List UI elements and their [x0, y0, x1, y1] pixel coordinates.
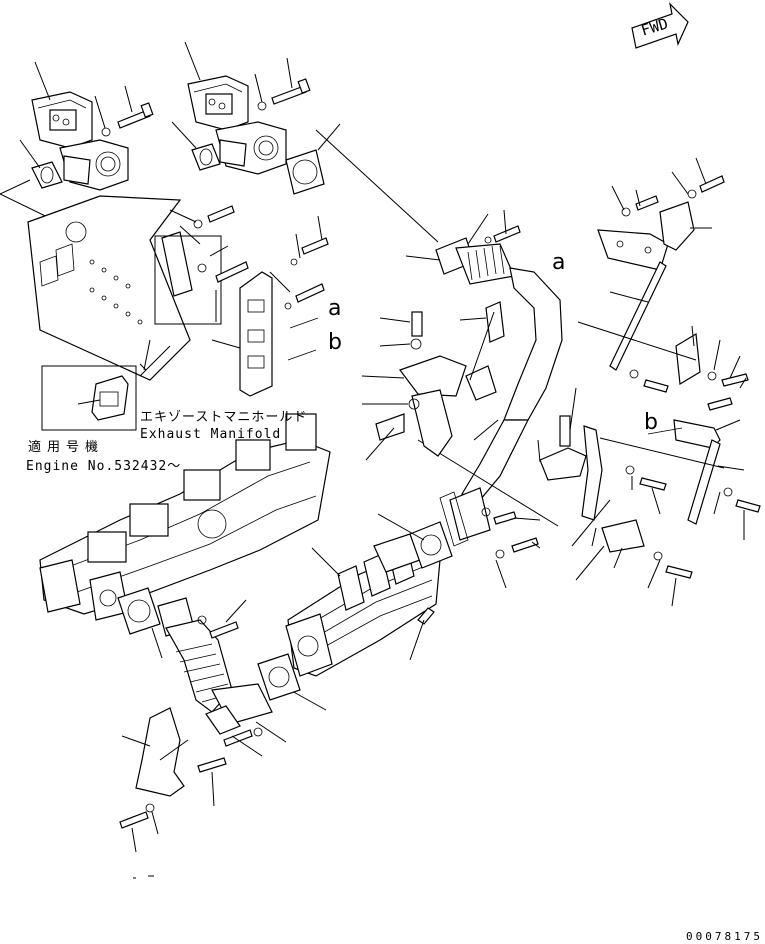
clamp [161, 231, 193, 297]
inset-box [41, 365, 137, 431]
egr-valve-left [31, 91, 129, 191]
bracket-plate [239, 271, 273, 397]
bolt [417, 607, 435, 625]
clamp [205, 705, 241, 735]
bolt [119, 615, 263, 829]
pipe-clamp-set [375, 301, 505, 457]
egr-cooler [285, 533, 441, 677]
bolt [101, 78, 311, 137]
ref-b-right: b [644, 410, 658, 435]
bolt [193, 205, 329, 361]
leader-lines-center [169, 209, 323, 349]
right-bracket-a [597, 201, 701, 385]
gasket [257, 653, 301, 701]
gasket [285, 149, 325, 195]
drawing-number: 00078175 [686, 930, 763, 943]
adapter-plate [27, 195, 191, 381]
ref-a-right: a [552, 250, 566, 275]
right-bracket-b [539, 415, 721, 553]
inset-title-jp: エキゾーストマニホールド [140, 410, 308, 425]
support-bracket [135, 707, 185, 797]
egr-pipe [435, 237, 563, 547]
leader-lines-cooler [311, 513, 425, 661]
exhaust-manifold [39, 413, 331, 621]
inset-title-en: Exhaust Manifold [140, 427, 282, 442]
inset-arrow [139, 345, 171, 377]
leader-lines-lower-left [121, 599, 327, 853]
gasket [409, 521, 453, 569]
leader-lines-pipe [315, 129, 611, 589]
applicability-label: 適用号機 [28, 440, 105, 455]
gasket [31, 161, 63, 189]
ref-a-upper: a [328, 296, 342, 321]
leader-lines-right-a [577, 157, 747, 389]
egr-valve-right [187, 75, 287, 175]
bolt [625, 427, 761, 579]
ref-b-upper: b [328, 330, 342, 355]
engine-number: Engine No.532432～ [26, 459, 182, 474]
leader-lines-right-b [537, 387, 745, 607]
flex-pipe-lower [157, 597, 273, 725]
gasket [117, 587, 161, 635]
leader-lines-clamps [361, 311, 495, 461]
fwd-arrow-icon [631, 2, 689, 49]
gasket [191, 143, 221, 171]
